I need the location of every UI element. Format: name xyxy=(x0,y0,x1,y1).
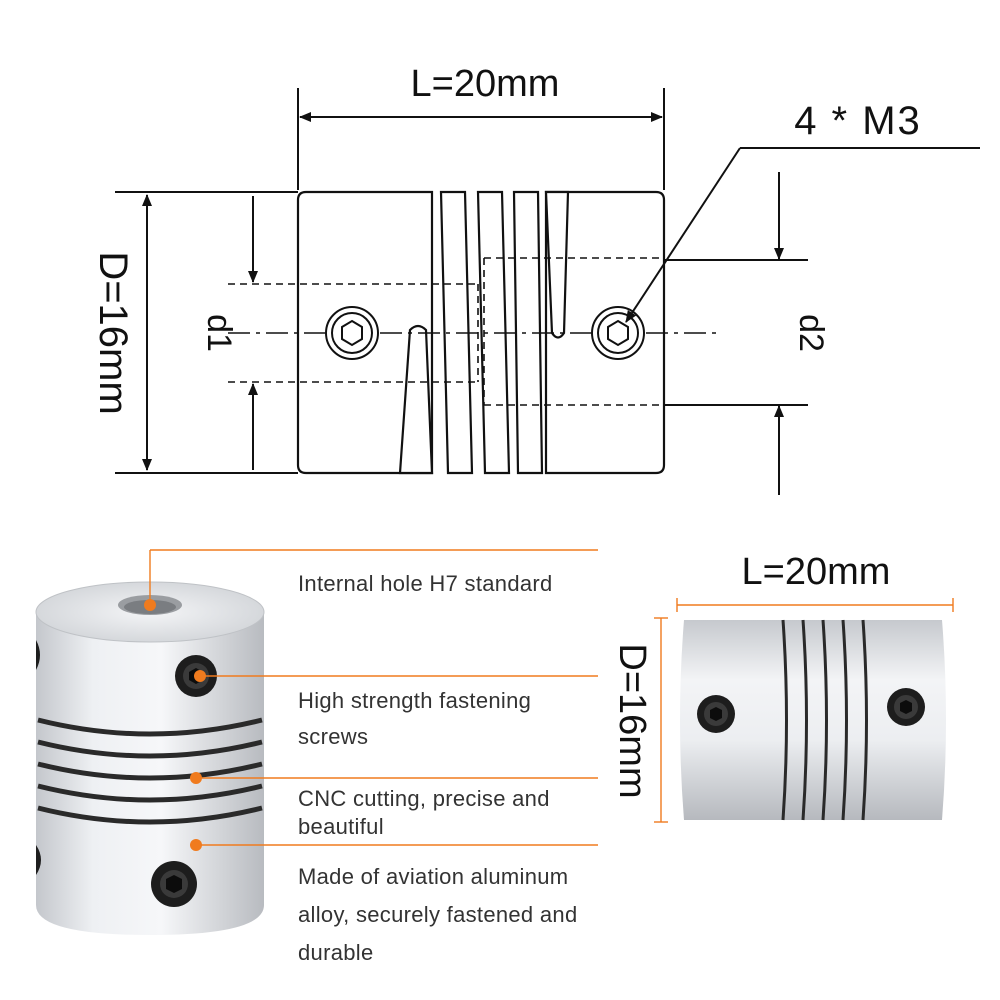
d2-dimension: d2 xyxy=(665,172,830,495)
photo-length-label: L=20mm xyxy=(742,551,891,593)
length-label: L=20mm xyxy=(411,63,560,105)
d2-label: d2 xyxy=(792,314,830,352)
technical-drawing: L=20mm D=16mm d1 d2 xyxy=(91,63,980,495)
feature-internal-hole: Internal hole H7 standard xyxy=(298,571,553,596)
coupling-photo-right: L=20mm D=16mm xyxy=(611,551,954,823)
hex-socket-screw-icon xyxy=(697,695,735,733)
diameter-dimension: D=16mm xyxy=(91,194,152,471)
photo-diameter-label: D=16mm xyxy=(611,643,653,798)
coupling-photo-left xyxy=(35,581,265,935)
feature-fastening-screws: High strength fastening screws xyxy=(298,688,532,749)
screw-callout: 4 * M3 xyxy=(625,99,980,323)
hex-socket-screw-icon xyxy=(151,861,197,907)
feature-cnc-cutting: CNC cutting, precise and beautiful xyxy=(298,786,550,839)
diameter-label: D=16mm xyxy=(91,251,135,414)
feature-callouts xyxy=(144,549,598,851)
feature-aviation-aluminum: Made of aviation aluminum alloy, securel… xyxy=(298,864,578,965)
slot-end-left xyxy=(398,324,434,475)
coupling-grooves xyxy=(781,619,868,821)
hex-socket-screw-icon xyxy=(591,306,645,360)
hex-socket-screw-icon xyxy=(887,688,925,726)
length-dimension: L=20mm xyxy=(299,63,663,122)
coupling-grooves xyxy=(37,717,263,825)
screw-spec-label: 4 * M3 xyxy=(794,99,922,143)
hex-socket-screw-icon xyxy=(325,306,379,360)
